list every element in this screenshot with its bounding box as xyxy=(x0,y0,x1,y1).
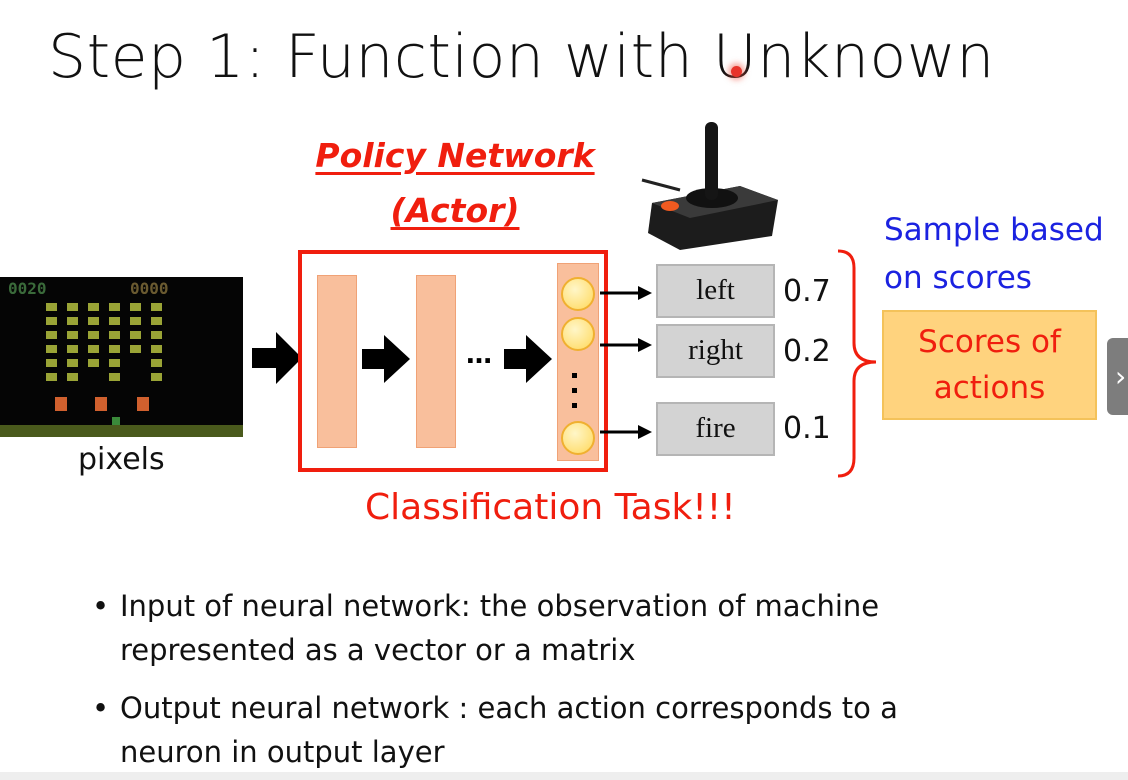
score-right: 0.2 xyxy=(783,334,831,369)
action-left: left xyxy=(656,264,775,318)
policy-network-box xyxy=(298,250,608,472)
scores-of-actions-box: Scores of actions xyxy=(882,310,1097,420)
bullet-line: neuron in output layer xyxy=(120,735,445,769)
sample-note-line2: on scores xyxy=(884,260,1032,296)
layer-arrow-icon xyxy=(362,335,410,383)
output-neuron-left xyxy=(561,277,595,311)
scores-box-line1: Scores of xyxy=(918,324,1061,360)
laser-pointer xyxy=(731,66,742,77)
vertical-dots xyxy=(572,373,577,408)
output-arrows xyxy=(600,286,652,439)
classification-task-label: Classification Task!!! xyxy=(365,487,736,528)
bullet-line: Output neural network : each action corr… xyxy=(120,691,898,725)
chevron-right-icon: › xyxy=(1115,360,1127,393)
hidden-layer-2 xyxy=(416,275,456,448)
action-fire: fire xyxy=(656,402,775,456)
bullet-line: Input of neural network: the observation… xyxy=(120,589,880,623)
output-neuron-right xyxy=(561,317,595,351)
next-slide-button[interactable]: › xyxy=(1107,338,1128,415)
scores-box-line2: actions xyxy=(933,370,1046,406)
score-left: 0.7 xyxy=(783,274,831,309)
space-invaders-screenshot: 0020 0000 xyxy=(0,277,243,437)
svg-text:0020: 0020 xyxy=(8,279,47,298)
layer-arrow-icon xyxy=(504,335,552,383)
score-fire: 0.1 xyxy=(783,411,831,446)
policy-network-label: Policy Network xyxy=(315,136,595,175)
sample-note: Sample based on scores xyxy=(884,206,1104,302)
action-right: right xyxy=(656,324,775,378)
sample-note-line1: Sample based xyxy=(884,212,1104,248)
joystick-image xyxy=(641,122,778,250)
hidden-layer-1 xyxy=(317,275,357,448)
pixels-label: pixels xyxy=(78,442,165,477)
bottom-bar xyxy=(0,772,1128,780)
curly-brace xyxy=(837,249,877,478)
ellipsis: … xyxy=(466,340,492,370)
bullet-line: represented as a vector or a matrix xyxy=(120,633,636,667)
actor-label: (Actor) xyxy=(390,191,520,230)
input-arrow-icon xyxy=(252,332,302,384)
bullet-dot: • xyxy=(92,589,110,623)
output-neuron-fire xyxy=(561,421,595,455)
slide-title: Step 1: Function with Unknown xyxy=(48,22,995,92)
svg-text:0000: 0000 xyxy=(130,279,169,298)
bullet-dot: • xyxy=(92,691,110,725)
